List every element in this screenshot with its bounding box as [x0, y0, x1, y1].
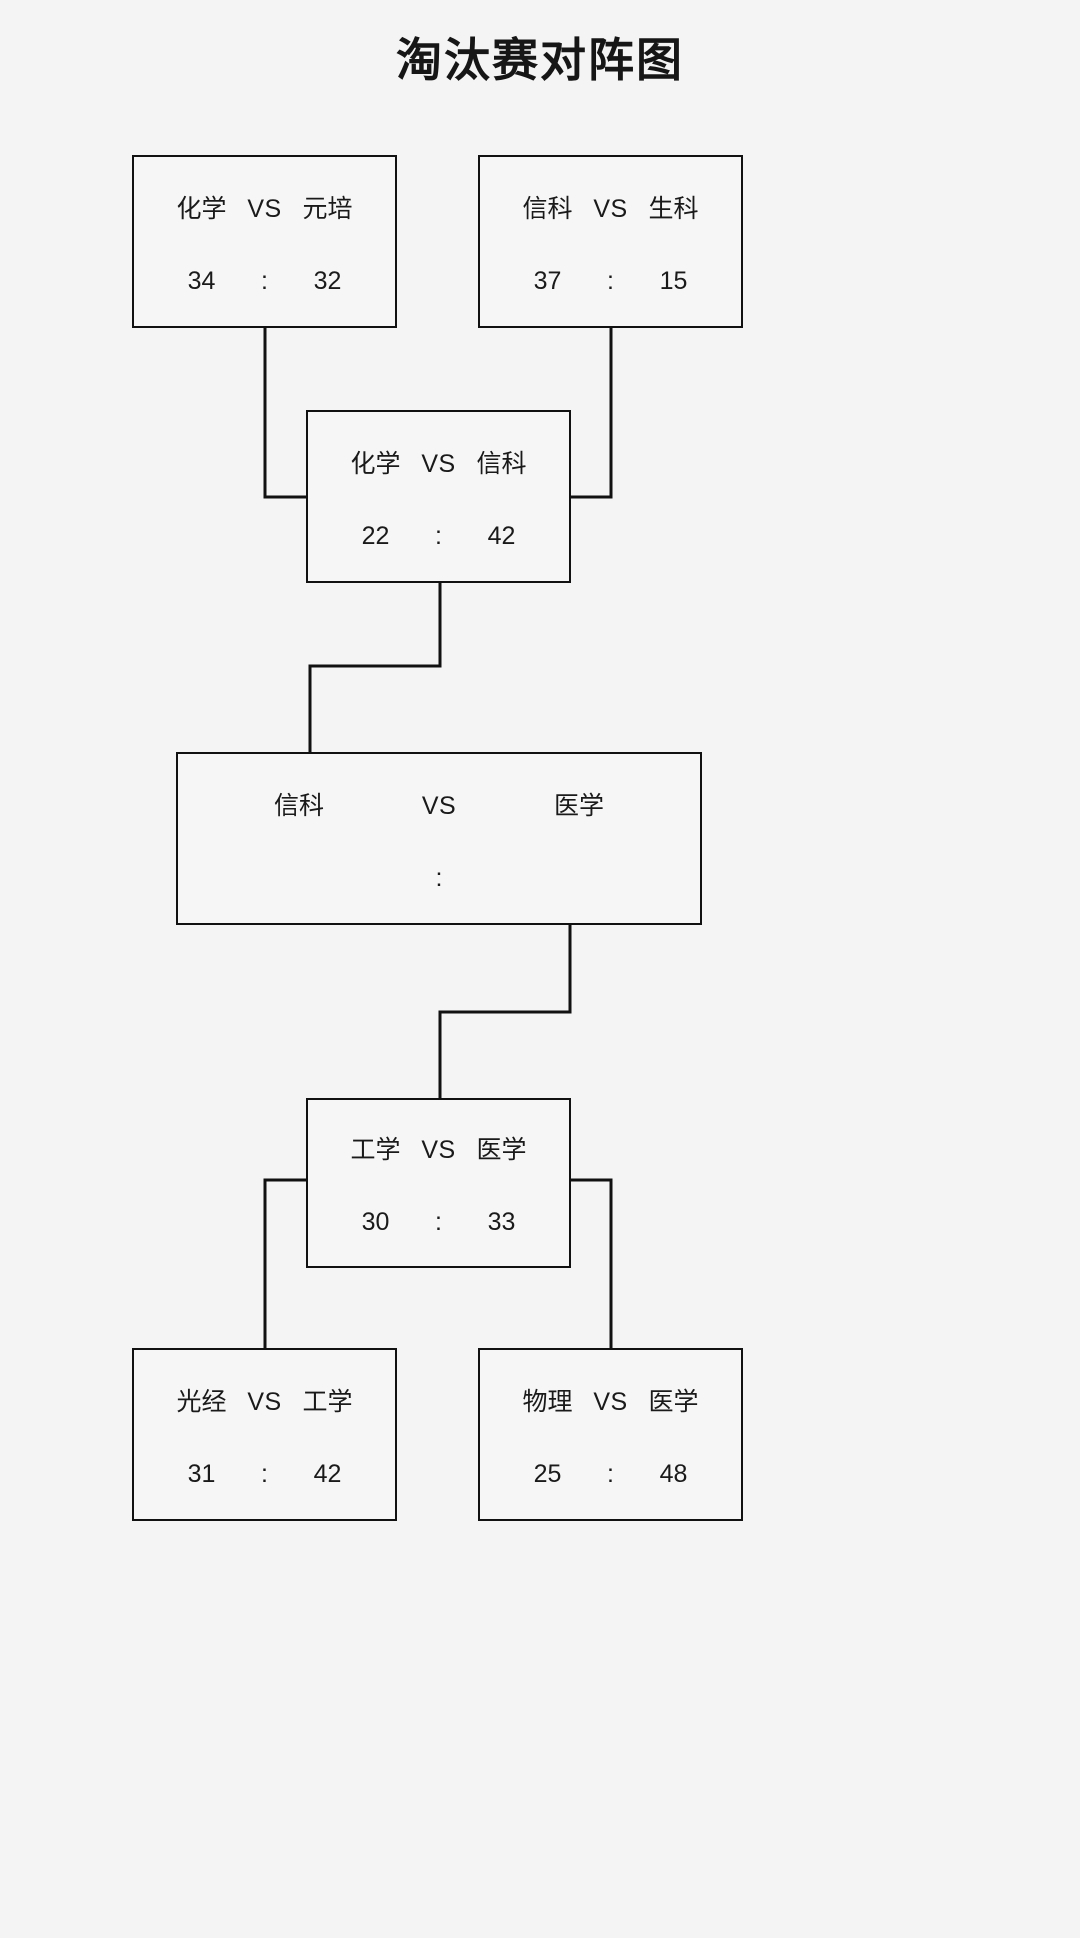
connector-final-to-sf-bottom [438, 925, 572, 1098]
score-right: 15 [659, 266, 688, 295]
team-right-name: 医学 [553, 791, 604, 820]
match-scores-row: : [178, 863, 700, 893]
connector-qf-bottom-left-to-sf-bottom [263, 1178, 308, 1348]
score-separator: : [261, 266, 268, 295]
match-scores-row: 34 : 32 [134, 266, 395, 296]
match-box-qf-left[interactable]: 化学 VS 元培 34 : 32 [132, 155, 397, 328]
team-left-name: 光经 [176, 1387, 227, 1416]
match-box-sf-top[interactable]: 化学 VS 信科 22 : 42 [306, 410, 571, 583]
team-left-name: 信科 [522, 194, 573, 223]
match-teams-row: 化学 VS 信科 [308, 449, 569, 479]
score-separator: : [607, 266, 614, 295]
team-right-name: 医学 [476, 1136, 527, 1164]
score-separator: : [435, 521, 442, 550]
match-box-qf-bottom-right[interactable]: 物理 VS 医学 25 : 48 [478, 1348, 743, 1521]
score-left: 31 [187, 1459, 216, 1488]
match-teams-row: 化学 VS 元培 [134, 194, 395, 224]
match-teams-row: 信科 VS 生科 [480, 194, 741, 224]
team-left-name: 化学 [176, 194, 227, 223]
score-separator: : [435, 1208, 442, 1236]
match-teams-row: 信科 VS 医学 [178, 791, 700, 821]
score-separator: : [607, 1459, 614, 1488]
connector-qf-right-to-sf-top [569, 328, 613, 499]
score-right: 48 [659, 1459, 688, 1488]
connector-qf-left-to-sf-top [263, 328, 308, 499]
score-separator: : [261, 1459, 268, 1488]
team-right-name: 工学 [302, 1387, 353, 1416]
team-right-name: 信科 [476, 449, 527, 478]
score-right: 32 [313, 266, 342, 295]
team-left-name: 工学 [350, 1136, 401, 1164]
score-right: 42 [313, 1459, 342, 1488]
match-scores-row: 22 : 42 [308, 521, 569, 551]
team-left-name: 信科 [273, 791, 324, 820]
score-right: 33 [487, 1208, 516, 1236]
vs-label: VS [593, 1387, 628, 1416]
score-left: 37 [533, 266, 562, 295]
vs-label: VS [593, 194, 628, 223]
team-left-name: 物理 [522, 1387, 573, 1416]
match-scores-row: 30 : 33 [308, 1207, 569, 1237]
match-scores-row: 37 : 15 [480, 266, 741, 296]
connector-sf-top-to-final [308, 583, 442, 752]
match-box-qf-bottom-left[interactable]: 光经 VS 工学 31 : 42 [132, 1348, 397, 1521]
match-scores-row: 31 : 42 [134, 1459, 395, 1489]
team-right-name: 元培 [302, 194, 353, 223]
vs-label: VS [421, 791, 457, 820]
match-teams-row: 物理 VS 医学 [480, 1387, 741, 1417]
match-scores-row: 25 : 48 [480, 1459, 741, 1489]
vs-label: VS [247, 194, 282, 223]
page-title: 淘汰赛对阵图 [396, 34, 684, 86]
score-left: 25 [533, 1459, 562, 1488]
match-teams-row: 工学 VS 医学 [308, 1135, 569, 1165]
vs-label: VS [421, 449, 456, 478]
score-right: 42 [487, 521, 516, 550]
score-left: 34 [187, 266, 216, 295]
team-left-name: 化学 [350, 449, 401, 478]
match-box-final[interactable]: 信科 VS 医学 : [176, 752, 702, 925]
team-right-name: 医学 [648, 1387, 699, 1416]
vs-label: VS [247, 1387, 282, 1416]
vs-label: VS [421, 1136, 456, 1164]
match-box-sf-bottom[interactable]: 工学 VS 医学 30 : 33 [306, 1098, 571, 1268]
match-box-qf-right[interactable]: 信科 VS 生科 37 : 15 [478, 155, 743, 328]
team-right-name: 生科 [648, 194, 699, 223]
match-teams-row: 光经 VS 工学 [134, 1387, 395, 1417]
connector-qf-bottom-right-to-sf-bottom [569, 1178, 613, 1348]
score-separator: : [435, 863, 443, 892]
score-left: 30 [361, 1208, 390, 1236]
score-left: 22 [361, 521, 390, 550]
